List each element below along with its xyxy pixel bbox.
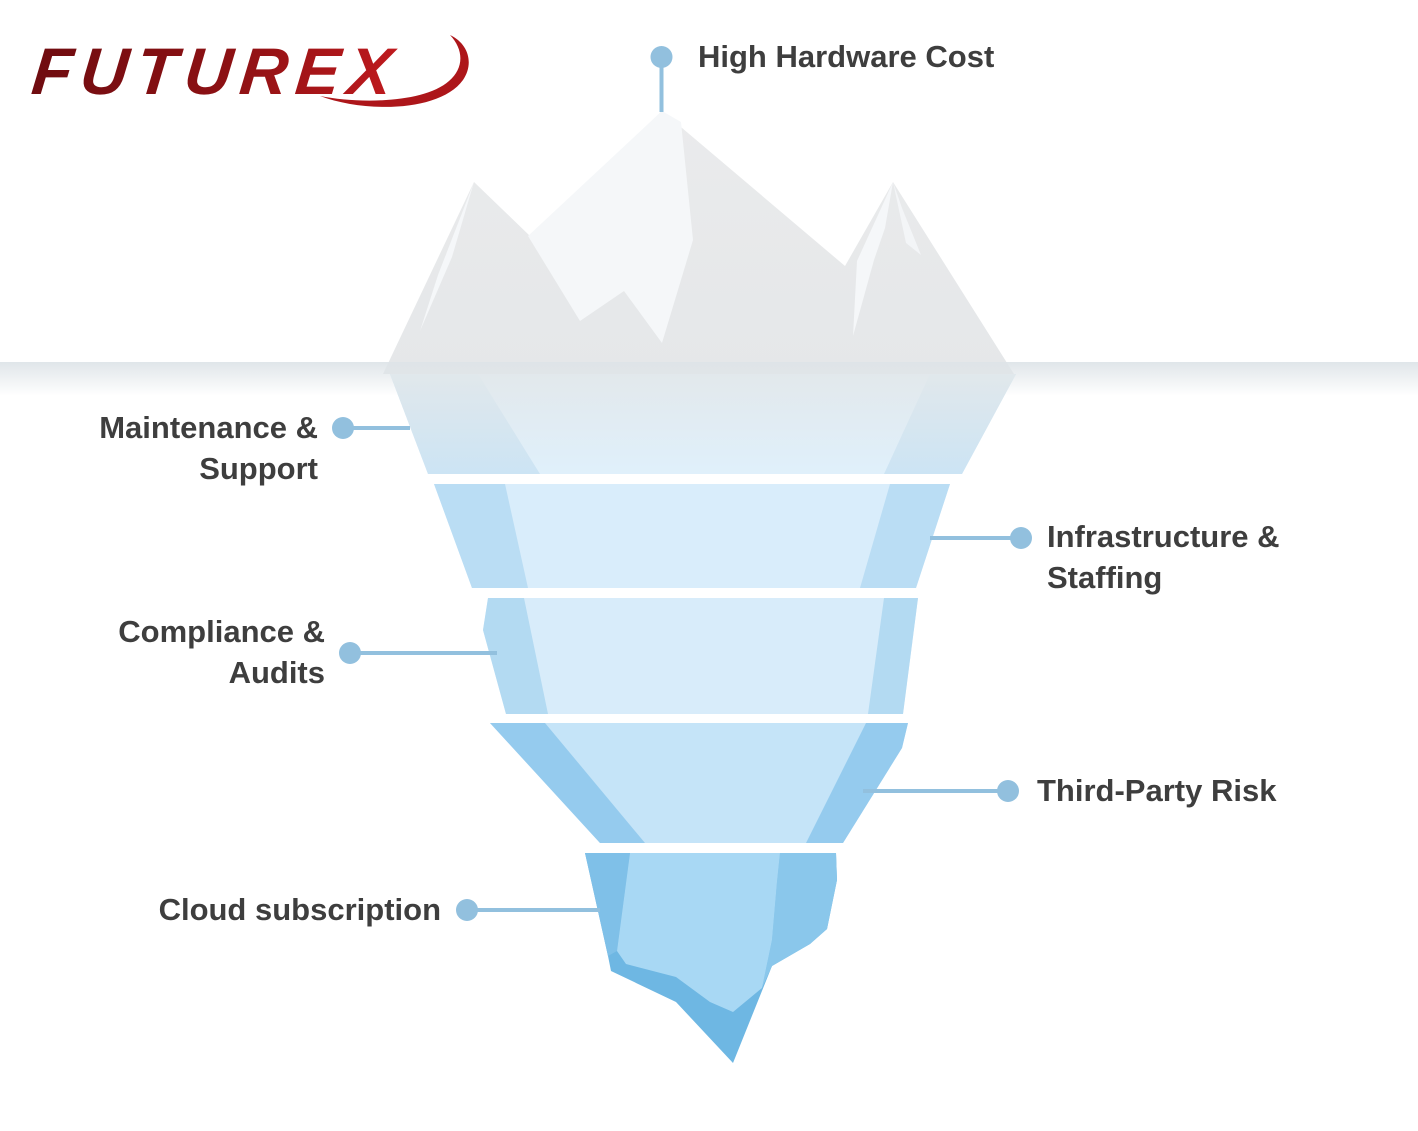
callout-label-line1: Compliance &: [118, 614, 325, 649]
tier2-bevel-right: [860, 484, 950, 588]
callout-high-hardware-cost: High Hardware Cost: [698, 36, 994, 77]
tier2-bevel-left: [434, 484, 528, 588]
tier4-bevel-right: [806, 723, 908, 843]
callout-label: Cloud subscription: [158, 892, 441, 927]
tier2-face: [434, 484, 950, 588]
callout-label-line2: Staffing: [1047, 560, 1163, 595]
iceberg-section-compliance: [483, 598, 918, 714]
callout-label-line2: Support: [199, 451, 318, 486]
tier3-bevel-left: [483, 598, 548, 714]
dot-third-party: [997, 780, 1019, 802]
iceberg-section-infrastructure: [434, 484, 950, 588]
futurex-wordmark: FUTUREX: [29, 35, 404, 109]
callout-dots: [332, 46, 1032, 921]
callout-maintenance-support: Maintenance & Support: [60, 407, 318, 489]
dot-maintenance: [332, 417, 354, 439]
callout-compliance-audits: Compliance & Audits: [60, 611, 325, 693]
mountain-facet-right-peak: [853, 182, 893, 336]
callout-label-line1: Maintenance &: [99, 410, 318, 445]
tier4-bevel-left: [490, 723, 645, 843]
dot-cloud: [456, 899, 478, 921]
callout-label-line2: Audits: [228, 655, 325, 690]
mountain-facet-right-sliver: [893, 182, 921, 255]
tier5-bevel-left: [585, 853, 630, 956]
callout-label-line1: Infrastructure &: [1047, 519, 1280, 554]
tier5-face: [617, 853, 780, 1012]
iceberg-section-thirdparty: [490, 723, 908, 843]
callout-infrastructure-staffing: Infrastructure & Staffing: [1047, 516, 1280, 598]
tier3-face: [483, 598, 918, 714]
tier5-bevel-right: [762, 853, 837, 988]
callout-third-party-risk: Third-Party Risk: [1037, 770, 1276, 811]
callout-label: High Hardware Cost: [698, 39, 995, 74]
mountain-silhouette: [383, 111, 1014, 374]
iceberg-above-water: [383, 111, 1014, 374]
callout-label: Third-Party Risk: [1037, 773, 1277, 808]
dot-high-hardware-cost: [650, 46, 673, 68]
mountain-facet-main: [528, 111, 693, 343]
iceberg-section-maintenance: [390, 374, 1016, 474]
callout-cloud-subscription: Cloud subscription: [100, 889, 441, 930]
futurex-swoosh-icon: [320, 35, 469, 107]
iceberg-section-cloud: [585, 853, 837, 1063]
callout-connectors: [352, 66, 1012, 912]
mountain-facet-left-peak: [420, 182, 474, 331]
dot-infrastructure: [1010, 527, 1032, 549]
futurex-logo: FUTUREX: [29, 35, 469, 109]
dot-compliance: [339, 642, 361, 664]
tier3-bevel-right: [868, 598, 918, 714]
tier1-water-fade: [390, 374, 1016, 474]
